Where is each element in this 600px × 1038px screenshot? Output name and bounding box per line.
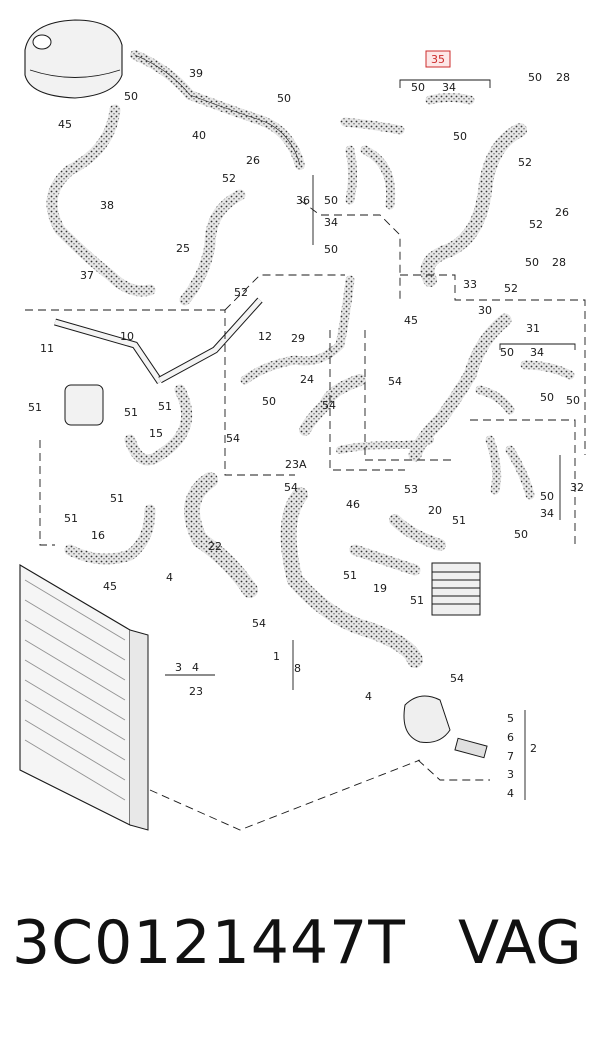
highlight-callout-label: 35 xyxy=(431,53,445,66)
callout-label: 31 xyxy=(526,322,540,335)
callout-label: 50 xyxy=(262,395,276,408)
callout-label: 45 xyxy=(58,118,72,131)
callout-label: 34 xyxy=(442,81,456,94)
callout-label: 26 xyxy=(555,206,569,219)
callout-label: 50 xyxy=(500,346,514,359)
coolant-pipe xyxy=(54,297,263,384)
callout-label: 50 xyxy=(540,391,554,404)
callout-label: 53 xyxy=(404,483,418,496)
callout-label: 24 xyxy=(300,373,314,386)
callout-label: 50 xyxy=(525,256,539,269)
callout-label: 45 xyxy=(404,314,418,327)
callout-label: 22 xyxy=(208,540,222,553)
coolant-flange xyxy=(403,695,488,759)
callout-label: 34 xyxy=(324,216,338,229)
callout-label: 3 xyxy=(175,661,182,674)
callout-label: 4 xyxy=(166,571,173,584)
callout-label: 46 xyxy=(346,498,360,511)
callout-label: 37 xyxy=(80,269,94,282)
callout-label: 15 xyxy=(149,427,163,440)
callout-label: 23A xyxy=(285,458,307,471)
callout-label: 6 xyxy=(507,731,514,744)
callout-label: 19 xyxy=(373,582,387,595)
callout-label: 52 xyxy=(518,156,532,169)
oil-cooler xyxy=(431,562,481,616)
callout-label: 50 xyxy=(566,394,580,407)
callout-label: 11 xyxy=(40,342,54,355)
callout-label: 54 xyxy=(252,617,266,630)
callout-label: 33 xyxy=(463,278,477,291)
callout-label: 30 xyxy=(478,304,492,317)
callout-label: 4 xyxy=(507,787,514,800)
secondary-reservoir xyxy=(64,384,104,426)
callout-label: 50 xyxy=(124,90,138,103)
callout-label: 10 xyxy=(120,330,134,343)
callout-label: 50 xyxy=(514,528,528,541)
callout-label: 29 xyxy=(291,332,305,345)
callout-label: 2 xyxy=(530,742,537,755)
callout-label: 4 xyxy=(365,690,372,703)
callout-label: 28 xyxy=(556,71,570,84)
callout-label: 1 xyxy=(273,650,280,663)
callout-label: 20 xyxy=(428,504,442,517)
callout-label: 54 xyxy=(388,375,402,388)
callout-label: 51 xyxy=(110,492,124,505)
callout-label: 32 xyxy=(570,481,584,494)
callout-brackets xyxy=(165,79,576,800)
callout-label: 5 xyxy=(507,712,514,725)
callout-label: 50 xyxy=(540,490,554,503)
callout-label: 52 xyxy=(529,218,543,231)
callout-label: 45 xyxy=(103,580,117,593)
callout-label: 51 xyxy=(452,514,466,527)
coolant-hose-exploded-diagram: 35 45 50 39 50 40 26 52 38 25 37 34 50 5… xyxy=(19,19,586,831)
callout-label: 36 xyxy=(296,194,310,207)
callout-label: 12 xyxy=(258,330,272,343)
callout-label: 50 xyxy=(453,130,467,143)
callout-label: 51 xyxy=(124,406,138,419)
callout-label: 23 xyxy=(189,685,203,698)
callout-label: 52 xyxy=(504,282,518,295)
callout-label: 54 xyxy=(450,672,464,685)
brand-label: VAG xyxy=(458,908,582,978)
callout-label: 54 xyxy=(322,399,336,412)
hose-set xyxy=(46,50,575,668)
callout-label: 3 xyxy=(507,768,514,781)
callout-label: 7 xyxy=(507,750,514,763)
callout-label: 40 xyxy=(192,129,206,142)
callout-label: 16 xyxy=(91,529,105,542)
callout-label: 51 xyxy=(28,401,42,414)
callout-label: 26 xyxy=(246,154,260,167)
callout-label: 25 xyxy=(176,242,190,255)
callout-label: 50 xyxy=(277,92,291,105)
callout-label: 52 xyxy=(234,286,248,299)
callout-label: 28 xyxy=(552,256,566,269)
callout-label: 8 xyxy=(294,662,301,675)
callout-labels: 45 50 39 50 40 26 52 38 25 37 34 50 50 5… xyxy=(28,67,584,800)
callout-label: 51 xyxy=(343,569,357,582)
highlight-callout-box xyxy=(425,50,451,68)
callout-label: 34 xyxy=(530,346,544,359)
part-number: 3C0121447T xyxy=(12,908,406,978)
callout-label: 50 xyxy=(324,194,338,207)
callout-label: 54 xyxy=(226,432,240,445)
callout-label: 50 xyxy=(411,81,425,94)
callout-label: 50 xyxy=(324,243,338,256)
callout-label: 50 xyxy=(528,71,542,84)
callout-label: 52 xyxy=(222,172,236,185)
callout-label: 51 xyxy=(410,594,424,607)
radiator xyxy=(19,564,149,831)
expansion-tank xyxy=(24,19,123,99)
callout-label: 51 xyxy=(158,400,172,413)
callout-label: 39 xyxy=(189,67,203,80)
callout-label: 54 xyxy=(284,481,298,494)
callout-label: 38 xyxy=(100,199,114,212)
callout-label: 4 xyxy=(192,661,199,674)
callout-label: 34 xyxy=(540,507,554,520)
callout-label: 51 xyxy=(64,512,78,525)
